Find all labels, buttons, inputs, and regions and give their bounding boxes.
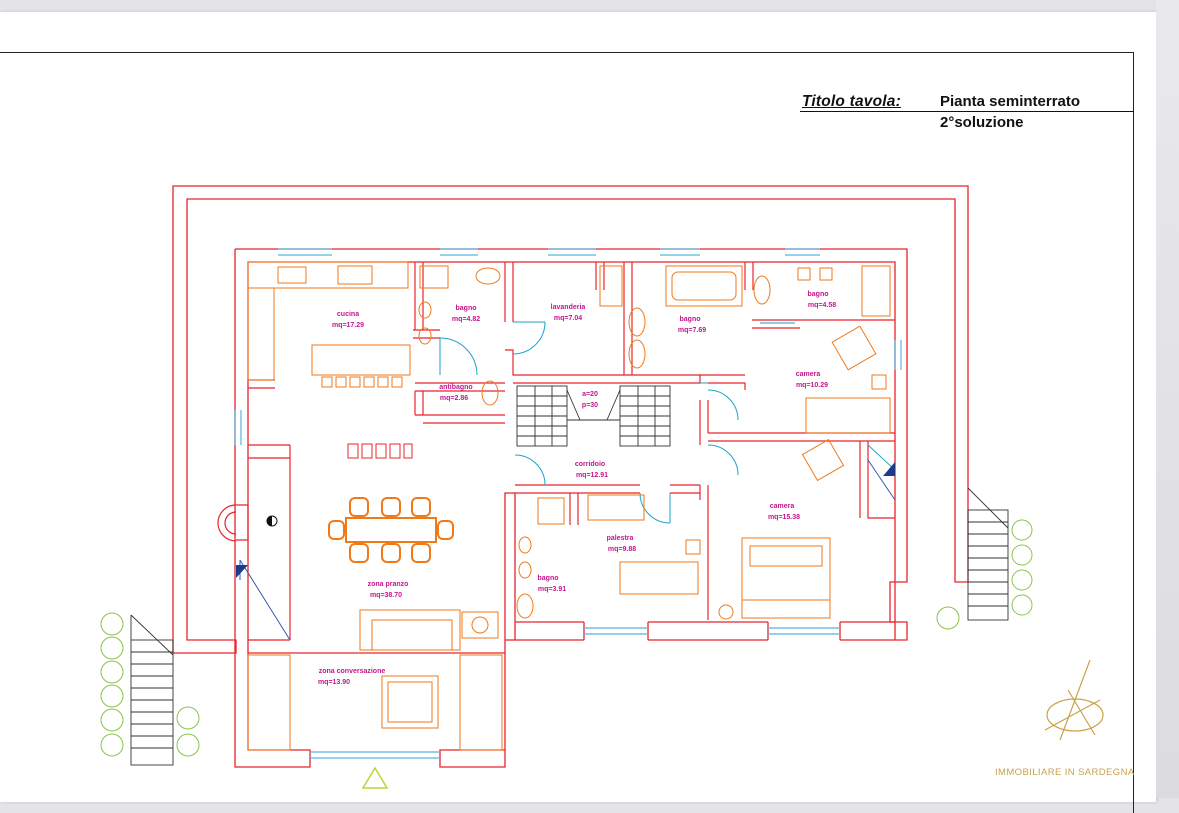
bathroom-fixtures [418,265,891,619]
label-zona-pranzo: zona pranzo [368,581,409,588]
diagonal-lines [239,459,896,641]
label-cucina: cucina [337,311,359,318]
doors [439,321,896,524]
area-zona-conversazione: mq=13.90 [318,679,350,686]
label-camera-1: camera [796,371,821,378]
plants [100,519,1033,757]
windows [234,248,902,759]
area-camera-2: mq=15.38 [768,514,800,521]
retaining-wall [172,185,969,654]
title-rule [800,111,1134,112]
viewer-edge [1156,0,1179,798]
area-bagno-4: mq=3.91 [538,586,566,593]
area-cucina: mq=17.29 [332,322,364,329]
label-lavanderia: lavanderia [551,304,586,311]
bedroom-2-furniture [718,438,845,620]
title-value-line2: 2°soluzione [940,114,1024,131]
gym-furniture [587,494,701,595]
bedroom-1-furniture [805,325,891,434]
label-stair-rise: a=20 [582,391,598,398]
triangle-markers [236,462,895,578]
lighting-symbol-fill [267,516,272,526]
area-bagno-2: mq=7.69 [678,327,706,334]
dining-table [328,497,454,563]
label-bagno-3: bagno [808,291,829,298]
room-labels: cucina mq=17.29 bagno mq=4.82 lavanderia… [318,291,836,686]
living-furniture [247,609,503,751]
label-bagno-2: bagno [680,316,701,323]
label-palestra: palestra [607,535,634,542]
area-zona-pranzo: mq=38.70 [370,592,402,599]
drawing-sheet [0,12,1156,802]
area-lavanderia: mq=7.04 [554,315,582,322]
label-camera-2: camera [770,503,795,510]
area-bagno-3: mq=4.58 [808,302,836,309]
entrance-marker [361,766,389,789]
bay-window [217,504,237,542]
label-stair-tread: p=30 [582,402,598,409]
external-stair-right [967,487,1009,621]
area-corridoio: mq=12.91 [576,472,608,479]
brand-logo [1044,659,1104,741]
area-palestra: mq=9.88 [608,546,636,553]
interior-walls [236,262,895,654]
title-label: Titolo tavola: [802,93,901,110]
stair [516,385,671,447]
area-camera-1: mq=10.29 [796,382,828,389]
external-stair-left [130,614,174,766]
label-antibagno: antibagno [439,384,472,391]
area-antibagno: mq=2.86 [440,395,468,402]
title-block: Titolo tavola: Pianta seminterrato 2°sol… [800,92,1134,138]
label-bagno-1: bagno [456,305,477,312]
brand-name: IMMOBILIARE IN SARDEGNA [995,767,1135,778]
drawing-frame [0,52,1134,813]
label-zona-conversazione: zona conversazione [319,668,386,675]
bar-counter [347,443,413,459]
kitchen-furniture [247,261,411,388]
label-corridoio: corridoio [575,461,605,468]
title-value-line1: Pianta seminterrato [940,93,1081,110]
label-bagno-4: bagno [538,575,559,582]
area-bagno-1: mq=4.82 [452,316,480,323]
